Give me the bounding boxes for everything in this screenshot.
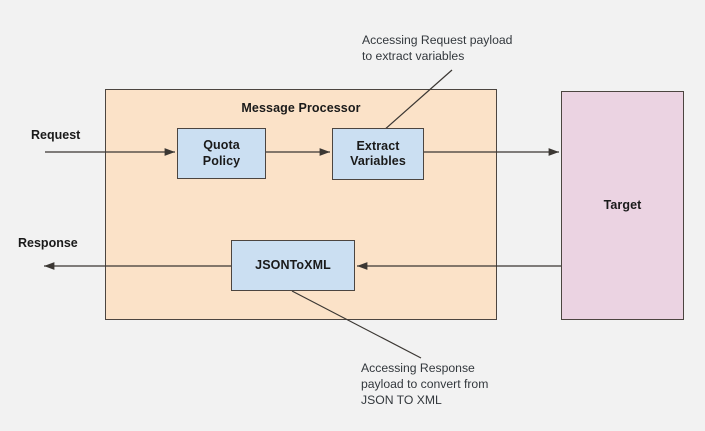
response-annotation-text: Accessing Response payload to convert fr…: [361, 361, 489, 408]
response-flow-label: Response: [18, 236, 78, 250]
target-box: Target: [561, 91, 684, 320]
target-label: Target: [603, 197, 642, 212]
extract-variables-label-line1: Extract: [356, 138, 400, 153]
leader-line-response-annotation: [291, 290, 422, 359]
quota-policy-label-line2: Policy: [202, 153, 241, 168]
message-processor-title: Message Processor: [241, 101, 361, 115]
jsontoxml-box: JSONToXML: [231, 240, 355, 291]
leader-line-request-annotation: [382, 69, 453, 132]
request-flow-label: Request: [31, 128, 81, 142]
extract-variables-label-line2: Variables: [350, 154, 406, 168]
quota-policy-label-line1: Quota: [203, 138, 240, 153]
jsontoxml-label: JSONToXML: [255, 257, 331, 272]
request-annotation-text: Accessing Request payload to extract var…: [362, 33, 513, 64]
